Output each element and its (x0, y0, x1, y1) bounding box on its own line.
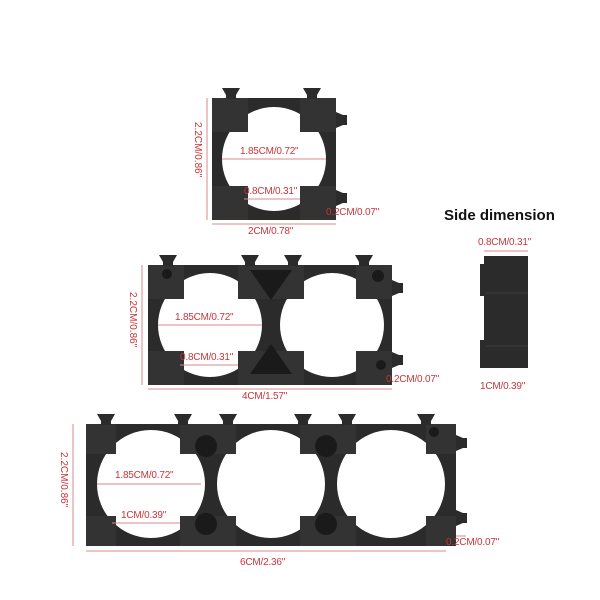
holder-3cell-gap-label: 1CM/0.39" (121, 510, 167, 521)
holder-2cell-gap-label: 0.8CM/0.31" (180, 352, 234, 363)
holder-1cell-gap-label: 0.8CM/0.31" (244, 186, 298, 197)
side-view-top-width-label: 0.8CM/0.31" (478, 237, 532, 248)
holder-1cell-hole-diameter-label: 1.85CM/0.72" (240, 146, 299, 157)
dimension-lines (72, 98, 528, 552)
holder-2cell-height-label: 2.2CM/0.86" (127, 292, 138, 348)
holder-3cell-wall-label: 0.2CM/0.07" (446, 537, 500, 548)
holder-3cell-height-label: 2.2CM/0.86" (58, 452, 69, 508)
holder-2cell-wall-label: 0.2CM/0.07" (386, 374, 440, 385)
holder-2cell-hole-diameter-label: 1.85CM/0.72" (175, 312, 234, 323)
holder-3cell-width-label: 6CM/2.36" (240, 557, 286, 568)
holder-2cell-width-label: 4CM/1.57" (242, 391, 288, 402)
holder-3cell (86, 414, 467, 546)
side-view-drawing (480, 256, 528, 368)
side-dimension-title: Side dimension (444, 207, 555, 224)
holder-3cell-hole-diameter-label: 1.85CM/0.72" (115, 470, 174, 481)
holder-1cell-wall-label: 0.2CM/0.07" (326, 207, 380, 218)
holder-1cell-height-label: 2.2CM/0.86" (192, 122, 203, 178)
holder-1cell-width-label: 2CM/0.78" (248, 226, 294, 237)
side-view-bottom-width-label: 1CM/0.39" (480, 381, 526, 392)
